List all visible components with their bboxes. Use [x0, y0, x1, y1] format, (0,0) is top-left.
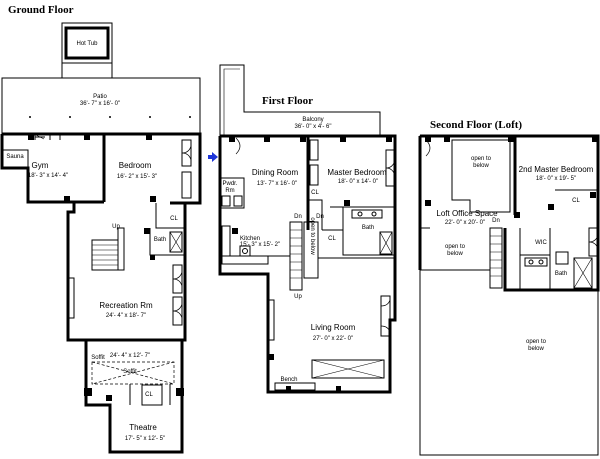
second-open-below-1: open to: [471, 156, 492, 162]
living-room-dimensions: 27'- 0" x 22'- 0": [313, 336, 353, 342]
theatre-dimensions: 17'- 5" x 12'- 5": [125, 436, 165, 442]
ground-soffit-left: Soffit: [91, 355, 105, 361]
theatre-label: Theatre: [129, 423, 157, 432]
second-outer-wall: [420, 134, 600, 292]
first-floor-overhang: [219, 64, 381, 136]
patio-label: Patio: [93, 94, 107, 100]
ground-west-wall: [0, 134, 184, 454]
second-open-below-2: open to: [445, 244, 466, 250]
kitchen-dimensions: 15'- 3" x 15'- 2": [240, 242, 280, 248]
first-floor-plan: Balcony 36'- 0" x 4'- 6" Dining Room 13'…: [208, 64, 397, 394]
ground-stair-up: Up: [112, 224, 120, 230]
second-open-below-2b: below: [447, 251, 463, 257]
second-closet-label: CL: [572, 198, 580, 204]
bench-label: Bench: [280, 377, 297, 383]
bedroom-dimensions: 16'- 2" x 15'- 3": [117, 174, 157, 180]
first-stair-down-2: Dn: [294, 214, 302, 220]
hot-tub: [64, 26, 110, 60]
loft-office-label: Loft Office Space: [436, 209, 498, 218]
hot-tub-enclosure: [61, 22, 113, 64]
second-bath-label: Bath: [555, 271, 567, 277]
first-floor-title: First Floor: [262, 95, 313, 107]
dining-room-dimensions: 13'- 7" x 16'- 0": [257, 181, 297, 187]
ground-floor-title: Ground Floor: [8, 4, 74, 16]
second-floor-title: Second Floor (Loft): [430, 119, 522, 131]
second-open-below-3: open to: [526, 339, 547, 345]
entry-arrow-icon: [208, 152, 218, 162]
first-bath-label: Bath: [362, 225, 374, 231]
ground-soffit-outline: [91, 361, 175, 385]
first-stair-up: Up: [294, 294, 302, 300]
recreation-room-dimensions: 24'- 4" x 18'- 7": [106, 313, 146, 319]
powder-room-label: Pwdr.: [222, 181, 237, 187]
kitchen-label: Kitchen: [240, 236, 260, 242]
first-stair-down-1: Dn: [316, 214, 324, 220]
wic-label: WIC: [535, 240, 547, 246]
dining-room-label: Dining Room: [252, 168, 299, 177]
bedroom-label: Bedroom: [119, 161, 152, 170]
master-bedroom-label: Master Bedroom: [327, 168, 386, 177]
ground-floor-plan: Hot Tub Patio 36'- 7" x 16'- 0" Sauna Gy…: [0, 22, 202, 454]
first-outer-wall: [218, 134, 397, 394]
second-master-dimensions: 18'- 0" x 19'- 5": [536, 176, 576, 182]
ground-closet-label: CL: [170, 216, 178, 222]
gym-label: Gym: [32, 161, 49, 170]
powder-room-label-2: Rm: [225, 188, 234, 194]
second-master-label: 2nd Master Bedroom: [519, 165, 594, 174]
master-bedroom-dimensions: 18'- 0" x 14'- 0": [338, 179, 378, 185]
sauna-label: Sauna: [6, 154, 24, 160]
gym-dimensions: 18'- 3" x 14'- 4": [28, 173, 68, 179]
recreation-area-dimensions: 24'- 4" x 12'- 7": [110, 353, 150, 359]
patio-dimensions: 36'- 7" x 16'- 0": [80, 101, 120, 107]
ground-soffit-center: Soffit: [123, 369, 137, 375]
loft-office-dimensions: 22'- 0" x 20'- 0": [445, 220, 485, 226]
second-outer-outline: [419, 135, 599, 456]
balcony-dimensions: 36'- 0" x 4'- 6": [295, 124, 332, 130]
ground-bath-label: Bath: [154, 237, 166, 243]
second-floor-plan: open to below 2nd Master Bedroom 18'- 0"…: [418, 134, 600, 456]
second-stair-down: Dn: [492, 218, 500, 224]
balcony-label: Balcony: [302, 117, 323, 123]
second-open-below-3b: below: [528, 346, 544, 352]
first-closet-2: CL: [328, 236, 336, 242]
first-closet-1: CL: [311, 190, 319, 196]
second-open-below-1b: below: [473, 163, 489, 169]
theatre-closet-label: CL: [145, 392, 153, 398]
living-room-label: Living Room: [311, 323, 356, 332]
recreation-room-label: Recreation Rm: [99, 301, 153, 310]
first-open-below: open to below: [309, 217, 315, 255]
hot-tub-label: Hot Tub: [76, 41, 98, 47]
